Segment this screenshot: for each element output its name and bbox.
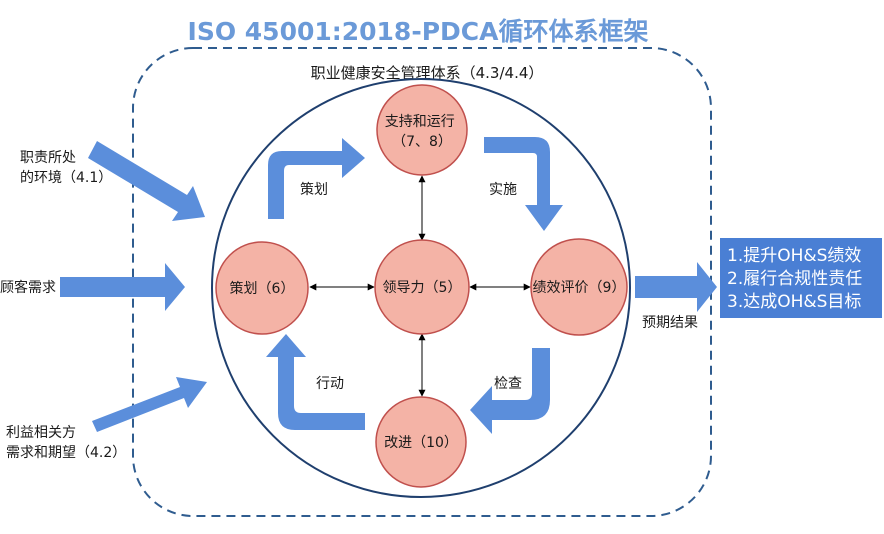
input-arrow-stakeholders <box>92 377 207 432</box>
output-label: 预期结果 <box>642 315 698 331</box>
node-plan: 策划（6） <box>215 241 309 335</box>
node-evaluation: 绩效评价（9） <box>530 238 628 336</box>
input-label-customer: 顾客需求 <box>0 279 56 296</box>
output-arrow <box>635 262 717 312</box>
node-support: 支持和运行 （7、8） <box>376 84 468 176</box>
cycle-arrow-plan <box>268 138 365 219</box>
cycle-arrow-do <box>484 137 563 231</box>
svg-text:策划（6）: 策划（6） <box>230 280 295 297</box>
cycle-circle <box>211 78 631 498</box>
node-improve: 改进（10） <box>375 396 467 488</box>
output-box <box>720 238 882 318</box>
cycle-label-do: 实施 <box>489 182 517 198</box>
system-label: 职业健康安全管理体系（4.3/4.4） <box>311 64 544 82</box>
cycle-arrow-act <box>266 334 365 430</box>
diagram-title: ISO 45001:2018-PDCA循环体系框架 <box>188 17 649 46</box>
svg-text:支持和运行 （7、8）: 支持和运行 （7、8） <box>385 114 459 150</box>
input-label-stakeholders: 利益相关方 需求和期望（4.2） <box>6 425 126 461</box>
input-arrow-context <box>88 141 205 221</box>
svg-text:绩效评价（9）: 绩效评价（9） <box>533 280 626 296</box>
node-leadership: 领导力（5） <box>374 239 470 335</box>
input-arrow-customer <box>60 263 185 311</box>
cycle-label-act: 行动 <box>316 376 344 392</box>
output-items: 1.提升OH&S绩效 2.履行合规性责任 3.达成OH&S目标 <box>727 246 868 312</box>
svg-text:改进（10）: 改进（10） <box>384 435 458 451</box>
svg-text:领导力（5）: 领导力（5） <box>383 280 462 296</box>
input-label-context: 职责所处 的环境（4.1） <box>20 150 112 186</box>
cycle-arrow-check <box>470 348 550 434</box>
cycle-label-plan: 策划 <box>300 181 328 198</box>
cycle-label-check: 检查 <box>494 376 522 392</box>
